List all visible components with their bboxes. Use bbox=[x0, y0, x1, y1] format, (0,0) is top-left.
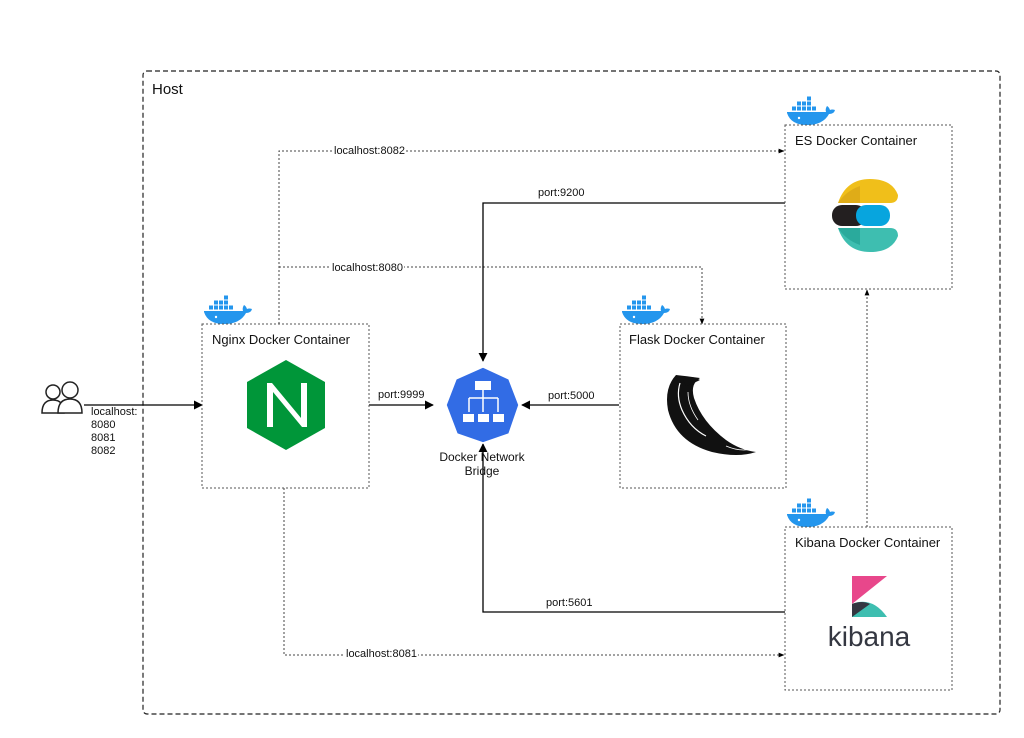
kibana-container: Kibana Docker Container kibana bbox=[784, 498, 953, 691]
docker-whale-icon bbox=[787, 498, 835, 527]
edge-label-port-9999: port:9999 bbox=[378, 389, 424, 401]
edge-nginx-es bbox=[278, 148, 785, 324]
kibana-logo bbox=[852, 576, 887, 617]
docker-whale-icon bbox=[787, 96, 835, 125]
nginx-container-title: Nginx Docker Container bbox=[212, 332, 351, 347]
user-label-line: 8082 bbox=[91, 445, 115, 457]
edge-label-port-5000: port:5000 bbox=[548, 390, 594, 402]
edge-kibana-bridge bbox=[478, 443, 785, 613]
user-ports-label: localhost: 8080 8081 8082 bbox=[91, 406, 137, 457]
user-label-line: 8081 bbox=[91, 432, 115, 444]
user-label-line: localhost: bbox=[91, 406, 137, 418]
flask-logo bbox=[667, 375, 756, 455]
edge-label-localhost-8082: localhost:8082 bbox=[334, 145, 405, 157]
docker-whale-icon bbox=[622, 295, 670, 324]
flask-container: Flask Docker Container bbox=[619, 295, 787, 489]
kibana-container-title: Kibana Docker Container bbox=[795, 535, 941, 550]
edge-label-localhost-8081: localhost:8081 bbox=[346, 648, 417, 660]
host-boundary bbox=[142, 70, 1001, 715]
es-container-title: ES Docker Container bbox=[795, 133, 918, 148]
edge-nginx-kibana bbox=[283, 488, 785, 658]
es-container: ES Docker Container bbox=[784, 96, 953, 290]
user-label-line: 8080 bbox=[91, 419, 115, 431]
edge-label-port-9200: port:9200 bbox=[538, 187, 584, 199]
kibana-wordmark: kibana bbox=[828, 621, 911, 652]
edge-nginx-flask bbox=[279, 266, 705, 325]
host-title: Host bbox=[152, 81, 184, 98]
flask-container-title: Flask Docker Container bbox=[629, 332, 765, 347]
edge-label-localhost-8080: localhost:8080 bbox=[332, 262, 403, 274]
bridge-label-line: Bridge bbox=[465, 464, 500, 478]
nginx-container: Nginx Docker Container bbox=[201, 295, 370, 489]
elasticsearch-logo bbox=[832, 179, 898, 252]
nginx-logo bbox=[247, 360, 325, 450]
edge-es-bridge bbox=[478, 202, 785, 362]
users-icon bbox=[41, 381, 83, 414]
edge-label-port-5601: port:5601 bbox=[546, 597, 592, 609]
docker-network-bridge: Docker Network Bridge bbox=[439, 366, 526, 478]
bridge-label-line: Docker Network bbox=[439, 450, 525, 464]
docker-whale-icon bbox=[204, 295, 252, 324]
